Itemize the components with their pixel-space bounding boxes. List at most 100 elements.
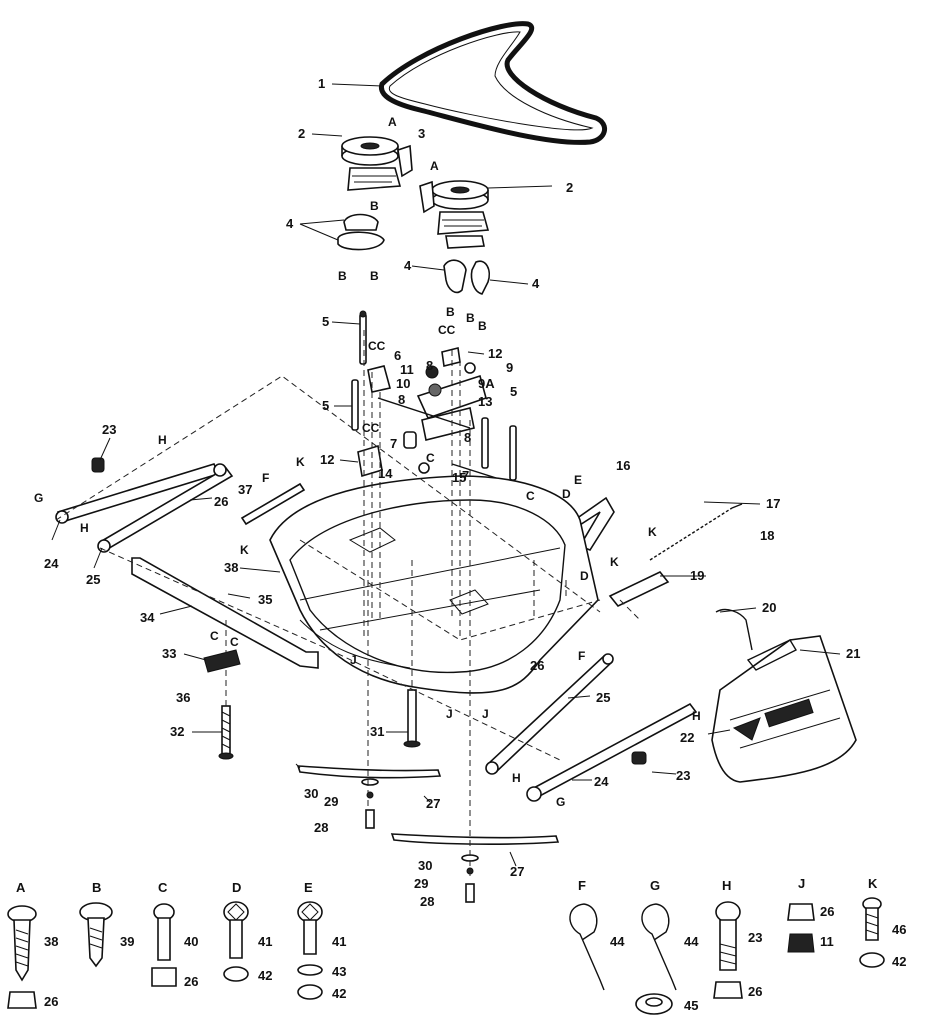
legend-letter-k: K: [868, 876, 878, 891]
ref-letter: C: [526, 489, 535, 503]
square-bolt-icon: [223, 901, 249, 982]
pulley-left: [341, 136, 402, 191]
left-rods: [55, 457, 319, 669]
ref-letter: C: [426, 451, 435, 465]
blade-upper: [295, 763, 442, 779]
callout: 5: [322, 314, 329, 329]
ref-letter: J: [446, 707, 453, 721]
callout: 29: [324, 794, 338, 809]
ref-letter: H: [692, 709, 701, 723]
ref-letter: H: [80, 521, 89, 535]
ref-letter: D: [562, 487, 571, 501]
callout: 33: [162, 646, 176, 661]
callout: 28: [314, 820, 328, 835]
discharge-chute: [711, 635, 857, 783]
ref-letter: CC: [362, 421, 380, 435]
bolt-icon: [151, 903, 177, 987]
callout: 19: [690, 568, 704, 583]
legend-part: 44: [684, 934, 699, 949]
callout: 30: [304, 786, 318, 801]
spring-18: [649, 503, 743, 561]
square-bolt-icon: [297, 901, 323, 1000]
callout: 16: [616, 458, 630, 473]
spindle-31: [403, 689, 421, 748]
callout: 12: [488, 346, 502, 361]
legend-part: 42: [258, 968, 272, 983]
callout: 8: [398, 392, 405, 407]
legend-part: 23: [748, 930, 762, 945]
nut-icon: [787, 903, 815, 953]
callout: 22: [680, 730, 694, 745]
hex-bolt-icon: [79, 902, 113, 968]
legend-part: 26: [820, 904, 834, 919]
legend-part: 42: [892, 954, 906, 969]
callout: 13: [478, 394, 492, 409]
callout: 26: [214, 494, 228, 509]
ref-letter: A: [388, 115, 397, 129]
ref-letter: J: [482, 707, 489, 721]
callout: 26: [530, 658, 544, 673]
callout: 14: [378, 466, 393, 481]
ref-letter: F: [578, 649, 585, 663]
hairpin-clip-icon: [641, 903, 677, 991]
reference-letters: A A B B B B B B CC CC CC C C C C D D E F…: [34, 115, 701, 809]
legend-part: 45: [684, 998, 698, 1013]
legend-letter-j: J: [798, 876, 805, 891]
callout: 21: [846, 646, 860, 661]
ref-letter: B: [338, 269, 347, 283]
legend-part: 40: [184, 934, 198, 949]
legend-letter-a: A: [16, 880, 26, 895]
legend-part: 44: [610, 934, 625, 949]
callout: 27: [426, 796, 440, 811]
callout: 8: [464, 430, 471, 445]
ref-letter: H: [158, 433, 167, 447]
ref-letter: K: [296, 455, 305, 469]
legend-part: 39: [120, 934, 134, 949]
blade-lower: [390, 833, 560, 845]
ref-letter: C: [230, 635, 239, 649]
legend-part: 43: [332, 964, 346, 979]
callout: 18: [760, 528, 774, 543]
callout: 3: [418, 126, 425, 141]
legend-letter-g: G: [650, 878, 660, 893]
washer-icon: [635, 993, 673, 1015]
legend-part: 26: [44, 994, 58, 1009]
callout: 25: [86, 572, 100, 587]
callout: 20: [762, 600, 776, 615]
legend-part: 26: [748, 984, 762, 999]
legend-part: 46: [892, 922, 906, 937]
callout: 28: [420, 894, 434, 909]
assembly-lines: [55, 330, 641, 880]
callout: 6: [394, 348, 401, 363]
callout: 29: [414, 876, 428, 891]
bolt-icon: [713, 901, 743, 999]
drive-belt: [378, 21, 607, 145]
leader-lines: [51, 83, 841, 867]
callout-numbers: 1 2 2 3 4 4 4 5 5 5 6 7 7 8 8 8 9 9A 10 …: [44, 76, 860, 909]
callout: 23: [676, 768, 690, 783]
callout: 10: [396, 376, 410, 391]
callout: 11: [400, 362, 414, 377]
callout: 2: [566, 180, 573, 195]
callout: 5: [510, 384, 517, 399]
callout: 25: [596, 690, 610, 705]
callout: 34: [140, 610, 155, 625]
callout: 24: [594, 774, 609, 789]
legend-part: 42: [332, 986, 346, 1001]
ref-letter: A: [430, 159, 439, 173]
threaded-bolt-icon: [859, 897, 885, 968]
legend-part: 41: [258, 934, 272, 949]
right-rods: [485, 653, 698, 802]
ref-letter: CC: [368, 339, 386, 353]
callout: 4: [286, 216, 294, 231]
pulley-right: [431, 180, 490, 249]
ref-letter: H: [512, 771, 521, 785]
bracket-3: [397, 144, 435, 214]
callout: 36: [176, 690, 190, 705]
callout: 38: [224, 560, 238, 575]
carriage-bolt-icon: [7, 905, 37, 1009]
legend-letter-e: E: [304, 880, 313, 895]
legend-part: 11: [820, 934, 834, 949]
wire-20: [715, 608, 753, 651]
